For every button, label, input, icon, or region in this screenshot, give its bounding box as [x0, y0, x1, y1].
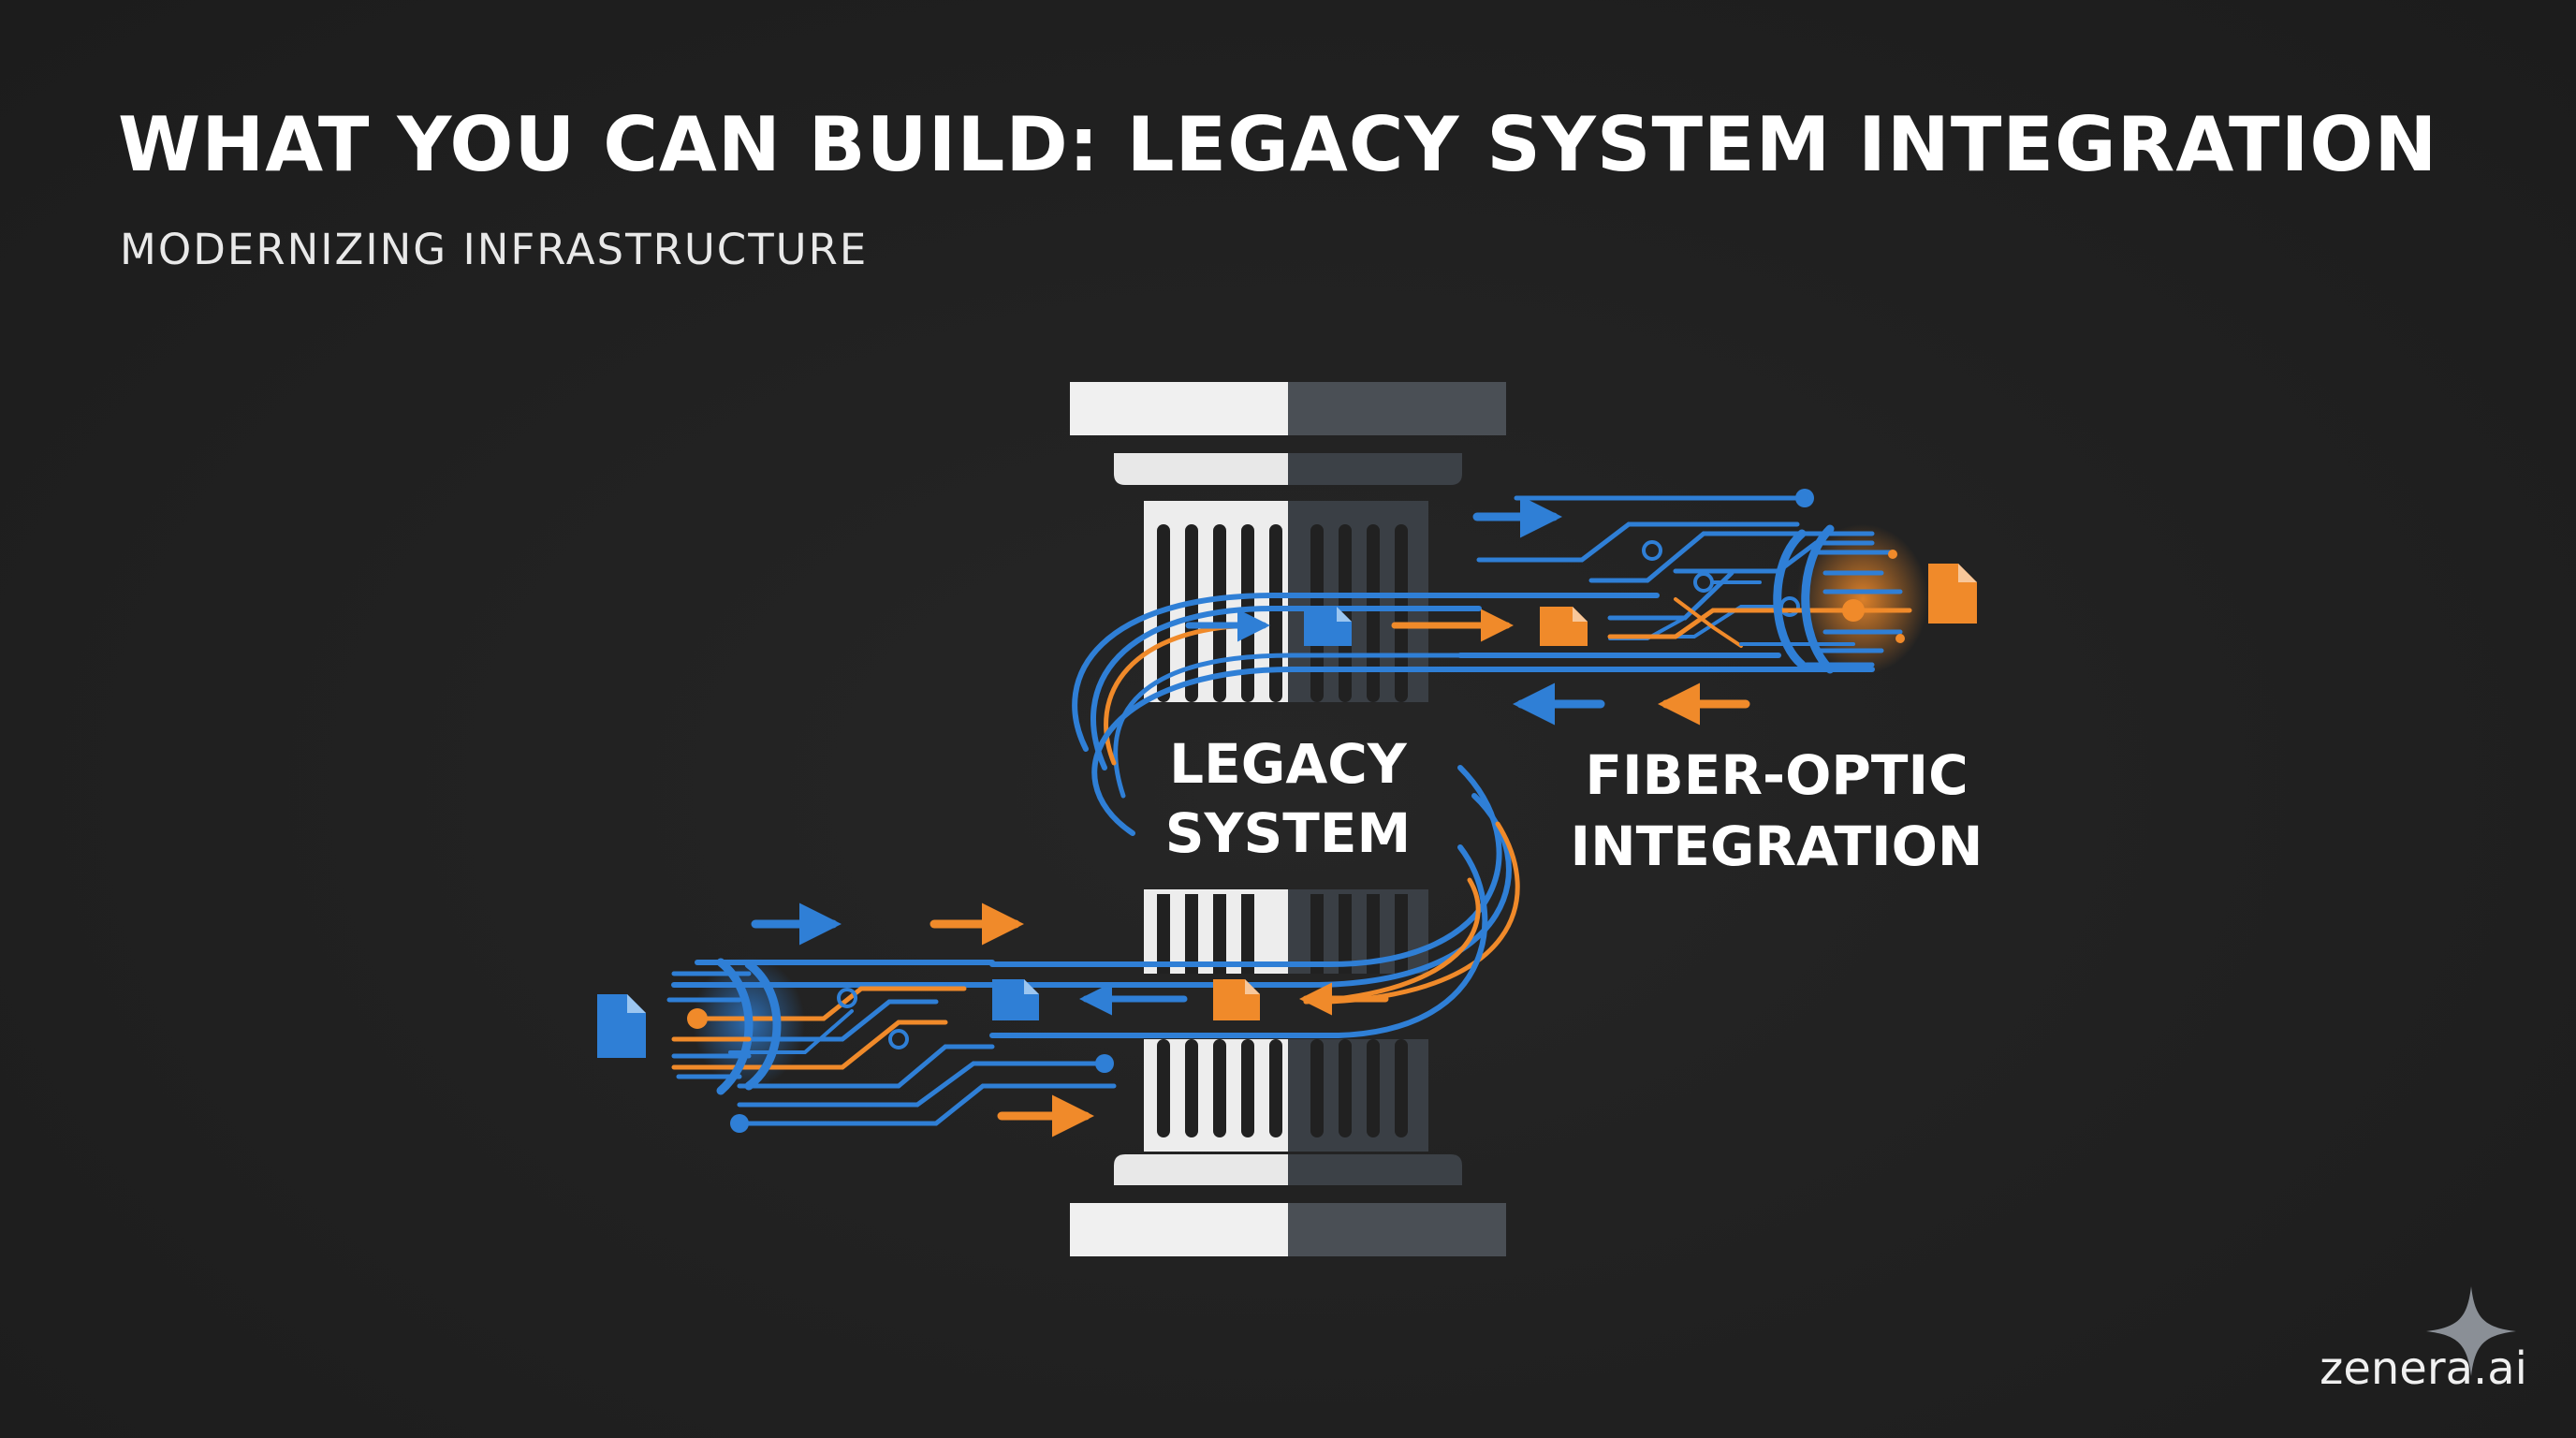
document-icon — [992, 979, 1039, 1020]
document-icon — [1213, 979, 1260, 1020]
arrow-right-icon — [751, 902, 1094, 1137]
document-icon — [597, 994, 646, 1058]
document-icon — [1928, 564, 1977, 624]
page-title: WHAT YOU CAN BUILD: LEGACY SYSTEM INTEGR… — [118, 101, 2438, 188]
brand-name: zenera.ai — [2320, 1343, 2527, 1395]
legacy-system-label-line2: SYSTEM — [1165, 801, 1411, 865]
page-subtitle: MODERNIZING INFRASTRUCTURE — [120, 225, 869, 274]
arrow-right-icon — [1185, 495, 1562, 642]
sparkle-icon — [2426, 1286, 2516, 1376]
upper-fiber-bundle — [1072, 489, 1928, 836]
document-icon — [1304, 607, 1352, 646]
fiber-optic-label-line2: INTEGRATION — [1571, 814, 1983, 878]
legacy-system-label-line1: LEGACY — [1169, 732, 1408, 796]
lower-fiber-bundle — [666, 765, 1520, 1133]
document-icon — [1540, 607, 1588, 646]
fiber-optic-label-line1: FIBER-OPTIC — [1585, 743, 1968, 807]
